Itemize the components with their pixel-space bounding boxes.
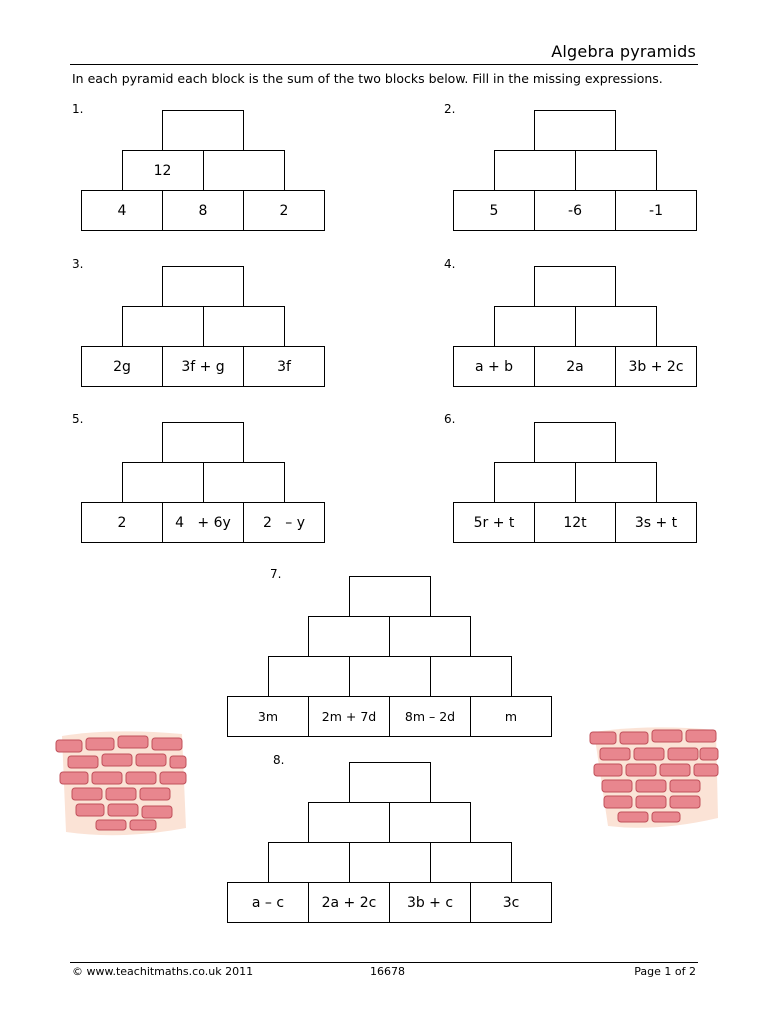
pyramid-5-block[interactable] bbox=[121, 462, 204, 503]
pyramid-8-block[interactable] bbox=[267, 842, 350, 883]
pyramid-7-number: 7. bbox=[270, 567, 282, 581]
pyramid-4-block[interactable] bbox=[493, 306, 576, 347]
pyramid-1-block: 2 bbox=[243, 190, 325, 231]
pyramid-2-number: 2. bbox=[444, 102, 456, 116]
pyramid-1-block: 12 bbox=[121, 150, 204, 191]
footer-rule bbox=[70, 962, 698, 963]
instructions: In each pyramid each block is the sum of… bbox=[72, 71, 663, 86]
pyramid-4-block[interactable] bbox=[574, 306, 657, 347]
pyramid-6-block: 12t bbox=[534, 502, 616, 543]
pyramid-6-number: 6. bbox=[444, 412, 456, 426]
pyramid-8-block[interactable] bbox=[348, 762, 431, 803]
pyramid-1-block: 8 bbox=[162, 190, 244, 231]
pyramid-8-block: 2a + 2c bbox=[308, 882, 390, 923]
pyramid-4-block: 3b + 2c bbox=[615, 346, 697, 387]
pyramid-8-block[interactable] bbox=[429, 842, 512, 883]
pyramid-2-block[interactable] bbox=[493, 150, 576, 191]
pyramid-2-block[interactable] bbox=[574, 150, 657, 191]
pyramid-5-block[interactable] bbox=[162, 422, 244, 463]
pyramid-1-block: 4 bbox=[81, 190, 163, 231]
pyramid-4-block: 2a bbox=[534, 346, 616, 387]
pyramid-7-block[interactable] bbox=[348, 656, 431, 697]
pyramid-3-block: 3f + g bbox=[162, 346, 244, 387]
pyramid-5-block: 4 + 6y bbox=[162, 502, 244, 543]
pyramid-7-block[interactable] bbox=[267, 656, 350, 697]
pyramid-8-block[interactable] bbox=[348, 842, 431, 883]
right-brick-wall-image bbox=[589, 727, 719, 828]
pyramid-2-block: -6 bbox=[534, 190, 616, 231]
pyramid-7-block: 8m – 2d bbox=[389, 696, 471, 737]
footer-copyright: © www.teachitmaths.co.uk 2011 bbox=[72, 965, 254, 978]
pyramid-7-block[interactable] bbox=[348, 576, 431, 617]
pyramid-6-block[interactable] bbox=[574, 462, 657, 503]
pyramid-1-block[interactable] bbox=[162, 110, 244, 151]
pyramid-6-block[interactable] bbox=[493, 462, 576, 503]
footer-code: 16678 bbox=[370, 965, 405, 978]
pyramid-3-block[interactable] bbox=[202, 306, 285, 347]
left-brick-wall-image bbox=[55, 731, 187, 836]
pyramid-4-block: a + b bbox=[453, 346, 535, 387]
pyramid-8-block[interactable] bbox=[308, 802, 390, 843]
pyramid-5-number: 5. bbox=[72, 412, 84, 426]
pyramid-4-block[interactable] bbox=[534, 266, 616, 307]
pyramid-7-block: m bbox=[470, 696, 552, 737]
pyramid-7-block: 2m + 7d bbox=[308, 696, 390, 737]
pyramid-7-block[interactable] bbox=[389, 616, 471, 657]
pyramid-7-block[interactable] bbox=[429, 656, 512, 697]
header-rule bbox=[70, 64, 698, 65]
pyramid-8-block: 3c bbox=[470, 882, 552, 923]
pyramid-3-block: 3f bbox=[243, 346, 325, 387]
pyramid-2-block: -1 bbox=[615, 190, 697, 231]
pyramid-7-block[interactable] bbox=[308, 616, 390, 657]
pyramid-1-number: 1. bbox=[72, 102, 84, 116]
pyramid-2-block: 5 bbox=[453, 190, 535, 231]
pyramid-1-block[interactable] bbox=[202, 150, 285, 191]
pyramid-8-block: 3b + c bbox=[389, 882, 471, 923]
pyramid-3-block[interactable] bbox=[162, 266, 244, 307]
pyramid-5-block[interactable] bbox=[202, 462, 285, 503]
pyramid-5-block: 2 – y bbox=[243, 502, 325, 543]
pyramid-6-block: 5r + t bbox=[453, 502, 535, 543]
pyramid-3-block[interactable] bbox=[121, 306, 204, 347]
page-title: Algebra pyramids bbox=[551, 42, 696, 61]
pyramid-2-block[interactable] bbox=[534, 110, 616, 151]
pyramid-3-number: 3. bbox=[72, 257, 84, 271]
pyramid-3-block: 2g bbox=[81, 346, 163, 387]
pyramid-8-block[interactable] bbox=[389, 802, 471, 843]
pyramid-8-block: a – c bbox=[227, 882, 309, 923]
pyramid-7-block: 3m bbox=[227, 696, 309, 737]
pyramid-6-block[interactable] bbox=[534, 422, 616, 463]
pyramid-8-number: 8. bbox=[273, 753, 285, 767]
pyramid-4-number: 4. bbox=[444, 257, 456, 271]
pyramid-6-block: 3s + t bbox=[615, 502, 697, 543]
pyramid-5-block: 2 bbox=[81, 502, 163, 543]
footer-page-number: Page 1 of 2 bbox=[634, 965, 696, 978]
